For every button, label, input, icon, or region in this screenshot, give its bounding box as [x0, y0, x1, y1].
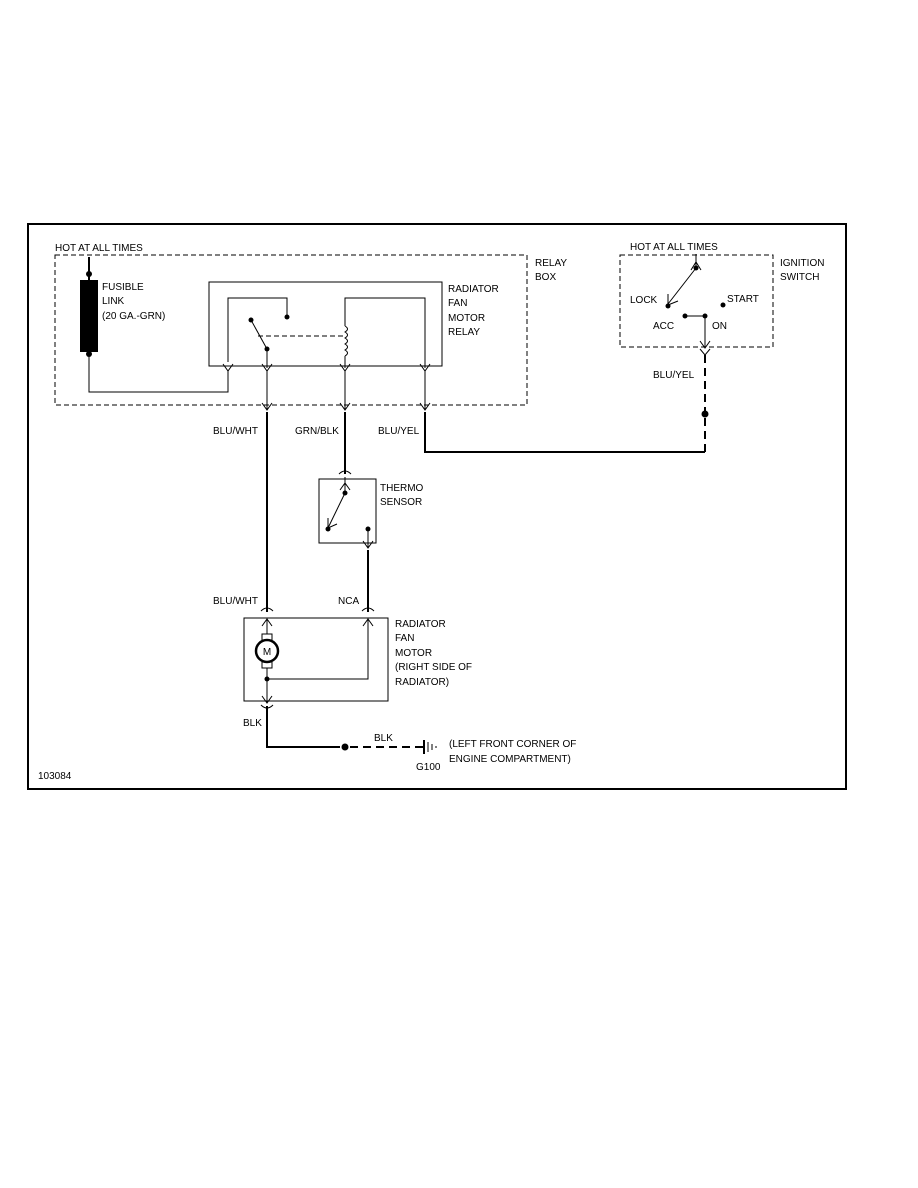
ignition-switch-contacts [665, 254, 726, 349]
fusible-label-2: LINK [102, 296, 125, 307]
ignition-start-label: START [727, 294, 759, 305]
diagram-frame [27, 223, 847, 790]
wire-label-blk-motor: BLK [243, 718, 262, 729]
wire-label-blu-wht-top: BLU/WHT [213, 426, 258, 437]
ignition-label-1: IGNITION [780, 258, 824, 269]
grn-blk-wire [338, 412, 352, 475]
thermo-switch [325, 477, 374, 549]
blu-wht-wire [260, 412, 274, 612]
relay-outline [208, 281, 443, 367]
fan-motor-outline [243, 617, 389, 702]
fusible-link [80, 257, 229, 393]
wire-label-blk-ground: BLK [374, 733, 393, 744]
wire-label-nca: NCA [338, 596, 359, 607]
wire-label-grn-blk: GRN/BLK [295, 426, 339, 437]
relay-label-4: RELAY [448, 327, 480, 338]
wire-label-blu-yel-relay: BLU/YEL [378, 426, 420, 437]
motor-label-2: FAN [395, 633, 414, 644]
ground-location-2: ENGINE COMPARTMENT) [449, 754, 571, 765]
ground-location-1: (LEFT FRONT CORNER OF [449, 739, 576, 750]
relay-box-hot-label: HOT AT ALL TIMES [55, 243, 143, 254]
blk-ground-wire [260, 704, 423, 751]
ground-icon [423, 740, 437, 754]
ignition-acc-label: ACC [653, 321, 674, 332]
relay-label-2: FAN [448, 298, 467, 309]
ignition-on-label: ON [712, 321, 727, 332]
relay-box-outline [54, 254, 528, 406]
blu-yel-wire [424, 348, 711, 453]
motor-internals [254, 618, 374, 704]
motor-label-4: (RIGHT SIDE OF [395, 662, 472, 673]
relay-box-label-1: RELAY [535, 258, 567, 269]
motor-label-3: MOTOR [395, 648, 432, 659]
motor-label-5: RADIATOR) [395, 677, 449, 688]
thermo-label-1: THERMO [380, 483, 424, 494]
ignition-hot-label: HOT AT ALL TIMES [630, 242, 718, 253]
thermo-sensor-outline [318, 478, 377, 544]
ignition-label-2: SWITCH [780, 272, 819, 283]
diagram-id-label: 103084 [38, 771, 72, 782]
fusible-label-3: (20 GA.-GRN) [102, 311, 165, 322]
wire-label-blu-yel-ign: BLU/YEL [653, 370, 695, 381]
relay-switch-contacts [227, 297, 345, 368]
relay-coil [344, 297, 426, 368]
relay-connectors [222, 363, 431, 411]
relay-label-1: RADIATOR [448, 284, 499, 295]
thermo-label-2: SENSOR [380, 497, 422, 508]
relay-box-label-2: BOX [535, 272, 556, 283]
motor-m-label: M [263, 647, 271, 658]
fusible-label-1: FUSIBLE [102, 282, 144, 293]
ignition-lock-label: LOCK [630, 295, 658, 306]
relay-label-3: MOTOR [448, 313, 485, 324]
wire-label-blu-wht-bottom: BLU/WHT [213, 596, 258, 607]
nca-wire [361, 550, 375, 612]
motor-label-1: RADIATOR [395, 619, 446, 630]
ground-id-label: G100 [416, 762, 441, 773]
